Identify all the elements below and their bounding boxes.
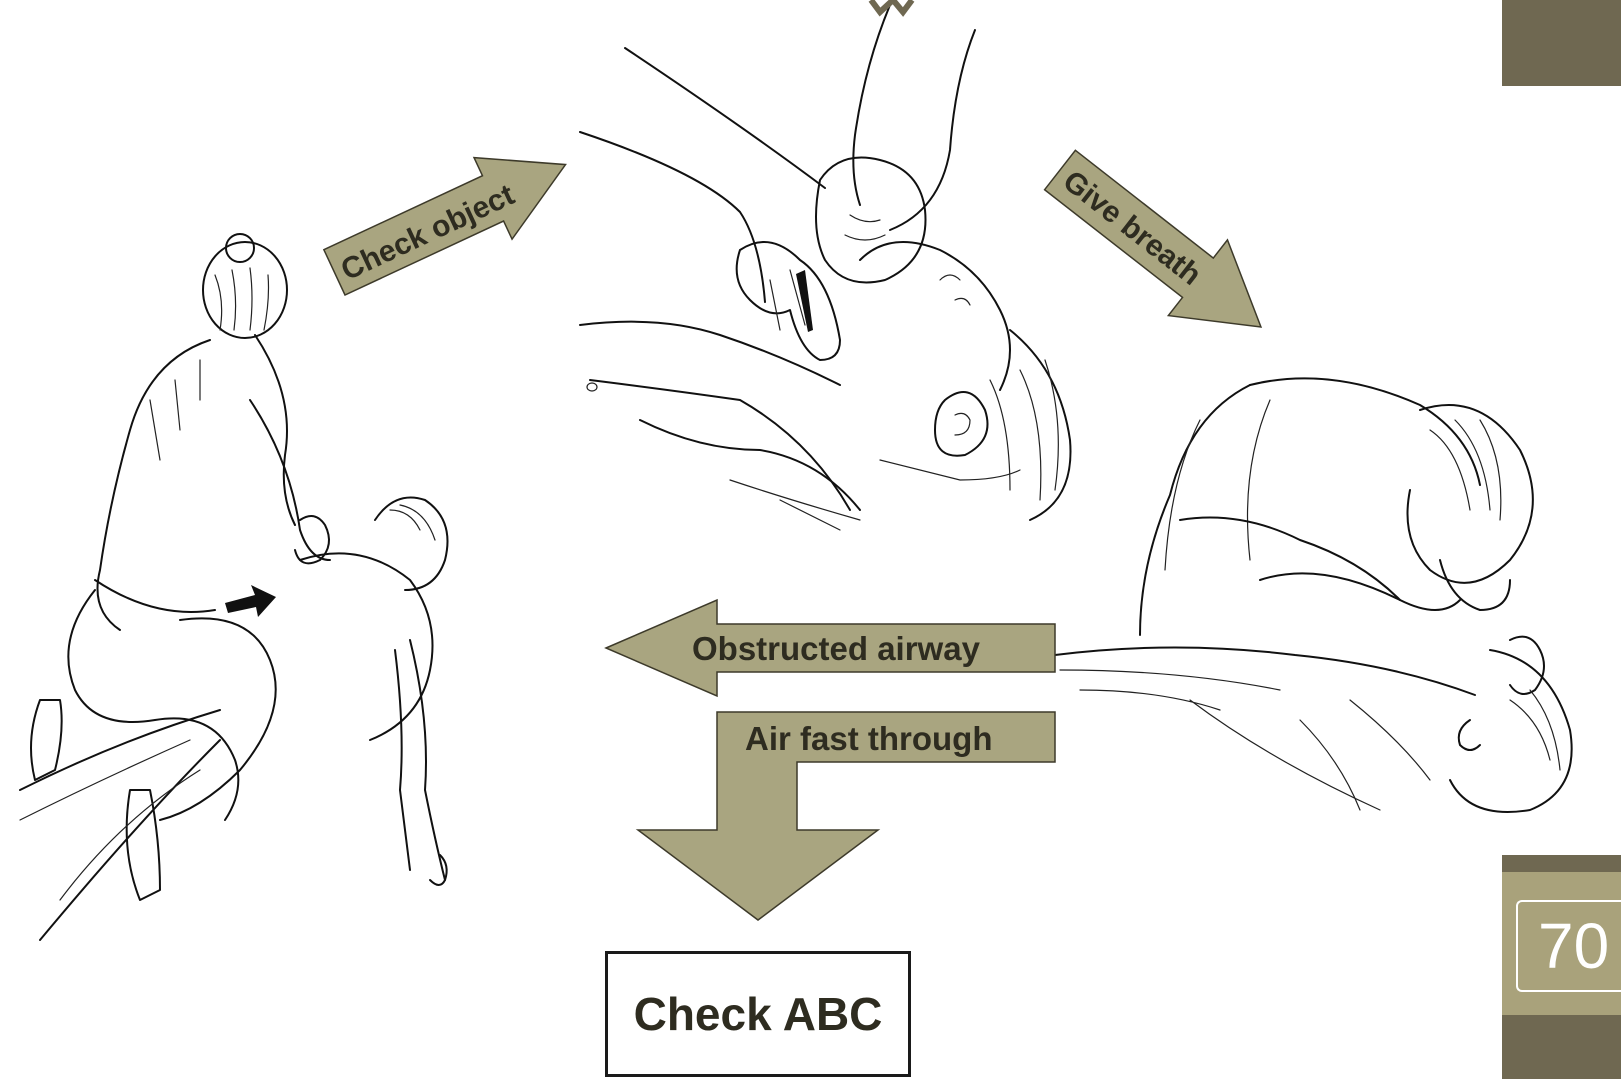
give-breath-label: Give breath: [1057, 164, 1207, 292]
check-abc-box: Check ABC: [605, 951, 911, 1077]
obstructed-airway-arrow: Obstructed airway: [606, 600, 1055, 696]
check-object-arrow: Check object: [315, 124, 584, 313]
give-breath-arrow: Give breath: [1030, 132, 1290, 365]
top-partial-arrow: [871, 0, 912, 12]
air-fast-through-label: Air fast through: [745, 720, 992, 757]
obstructed-airway-label: Obstructed airway: [692, 630, 981, 667]
air-fast-through-arrow: Air fast through: [638, 712, 1055, 920]
